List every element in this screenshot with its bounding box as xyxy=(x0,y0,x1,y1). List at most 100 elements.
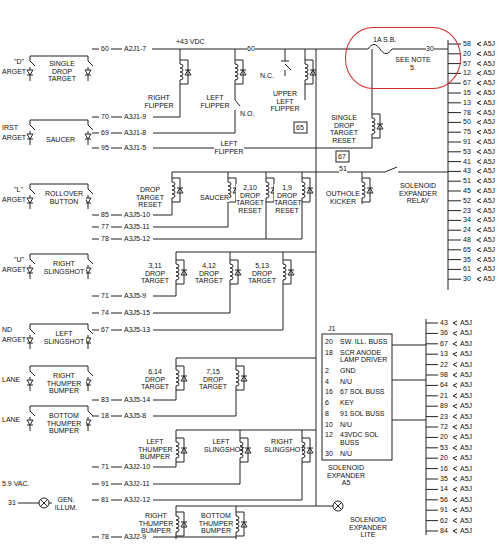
wire-number: 30 xyxy=(463,275,471,283)
wire-stubs xyxy=(92,42,481,537)
wire-number: 13 xyxy=(463,99,471,107)
part-label: A3J5-10 xyxy=(124,211,150,219)
coil-symbol xyxy=(283,258,294,286)
connector-pin: A5J xyxy=(460,465,472,473)
part-label: A3J2-9 xyxy=(124,533,146,541)
coil-symbol xyxy=(362,176,373,204)
part-label: SOLENOID EXPANDER LITE xyxy=(346,516,390,539)
part-label: LEFT FLIPPER xyxy=(200,94,230,109)
pin-number: 6 xyxy=(325,399,329,407)
wire-number: 67 xyxy=(463,79,471,87)
wire-box xyxy=(336,151,349,162)
wire-number: 62 xyxy=(440,517,448,525)
connector-pin: A5J xyxy=(483,60,495,68)
wire-number: 21 xyxy=(440,392,448,400)
connector-pin: A5J xyxy=(460,340,472,348)
row-wires xyxy=(176,358,316,416)
connector-pin: A5J xyxy=(483,226,495,234)
connector-pin: A5J xyxy=(460,413,472,421)
pin-name: 91 SOL BUSS xyxy=(340,410,388,418)
switch-symbol xyxy=(85,406,93,431)
wire-number: 51 xyxy=(339,165,347,173)
coil-symbol xyxy=(172,176,183,204)
part-label: LANE xyxy=(2,416,20,424)
coil-symbol xyxy=(235,58,246,86)
wire-number: 23 xyxy=(440,413,448,421)
wire-number: 61 xyxy=(463,265,471,273)
pin-number: 30 xyxy=(325,450,333,458)
part-label: "U" xyxy=(14,256,24,264)
part-label: 5,13 DROP TARGET xyxy=(245,262,279,285)
row-wires xyxy=(176,252,316,330)
pin-number: 10 xyxy=(325,421,333,429)
pin-name: GND xyxy=(340,367,388,375)
part-label: 7,15 DROP TARGET xyxy=(196,368,230,391)
connector-pin: A5J xyxy=(483,207,495,215)
part-label: RIGHT THUMPER BUMPER xyxy=(138,512,174,535)
part-label: A3J2-10 xyxy=(124,463,150,471)
wire-number: 60 xyxy=(101,45,109,53)
wire-number: 22 xyxy=(440,361,448,369)
wire-number: 91 xyxy=(463,138,471,146)
part-label: A3J5-14 xyxy=(124,396,150,404)
connector-pin: A5J xyxy=(483,99,495,107)
part-label: N.C. xyxy=(260,72,274,80)
harness-wire xyxy=(92,484,240,485)
connector-pin: A5J xyxy=(483,256,495,264)
connector-pin: A5J xyxy=(460,517,472,525)
wire-number: 81 xyxy=(101,496,109,504)
coil-symbol xyxy=(236,364,247,392)
wire-number: 57 xyxy=(463,60,471,68)
part-label: 1,9 DROP TARGET RESET xyxy=(274,184,300,215)
wire-number: 71 xyxy=(101,292,109,300)
part-label: "D" xyxy=(14,58,24,66)
wire-number: 67 xyxy=(101,326,109,334)
part-label: BOTTOM THUMPER BUMPER xyxy=(42,412,86,435)
connector-pin: A5J xyxy=(483,40,495,48)
connector-pin: A5J xyxy=(483,197,495,205)
wire-number: 64 xyxy=(440,381,448,389)
wire-number: 77 xyxy=(101,223,109,231)
part-label: A3J5-9 xyxy=(124,292,146,300)
part-label: RIGHT FLIPPER xyxy=(142,94,176,109)
connector-pin: A5J xyxy=(483,177,495,185)
wire-number: 23 xyxy=(463,207,471,215)
part-label: SINGLE DROP TARGET RESET xyxy=(322,114,366,145)
relay-bus xyxy=(172,167,448,176)
connector-pin: A5J xyxy=(460,381,472,389)
part-label: ARGET xyxy=(2,266,26,274)
connector-pin: A5J xyxy=(483,79,495,87)
row-wires xyxy=(176,430,316,500)
connector-pin: A5J xyxy=(460,392,472,400)
connector-pin: A5J xyxy=(460,402,472,410)
connector-pin: A5J xyxy=(460,454,472,462)
note-text: 1A S.B. xyxy=(373,36,396,44)
wire-number: 14 xyxy=(440,485,448,493)
wire-number: 53 xyxy=(440,444,448,452)
row-wires xyxy=(176,506,333,539)
pin-name: N/U xyxy=(340,421,388,429)
wire-number: 30 xyxy=(426,45,434,53)
wire-number: 50 xyxy=(463,118,471,126)
connector-pin: A5J xyxy=(460,350,472,358)
lamp-symbol xyxy=(335,503,342,510)
wire-number: 16 xyxy=(440,465,448,473)
part-label: A3J5-13 xyxy=(124,326,150,334)
connector-pin: A5J xyxy=(483,216,495,224)
wire-number: 67 xyxy=(338,153,346,161)
connector-pin: A5J xyxy=(483,138,495,146)
lamp-symbol xyxy=(333,501,343,511)
matrix-switches xyxy=(27,56,93,431)
wire-number: 67 xyxy=(440,340,448,348)
wire-number: 83 xyxy=(101,396,109,404)
connector-pin: A5J xyxy=(483,236,495,244)
connector-pin: A5J xyxy=(460,433,472,441)
connector-pin: A5J xyxy=(460,444,472,452)
wire-number: 72 xyxy=(440,423,448,431)
wire-number: 31 xyxy=(8,499,16,507)
pin-name: N/U xyxy=(340,378,388,386)
part-label: 4,12 DROP TARGET xyxy=(192,262,226,285)
switch-symbol xyxy=(85,56,93,81)
part-label: IRST xyxy=(2,124,18,132)
